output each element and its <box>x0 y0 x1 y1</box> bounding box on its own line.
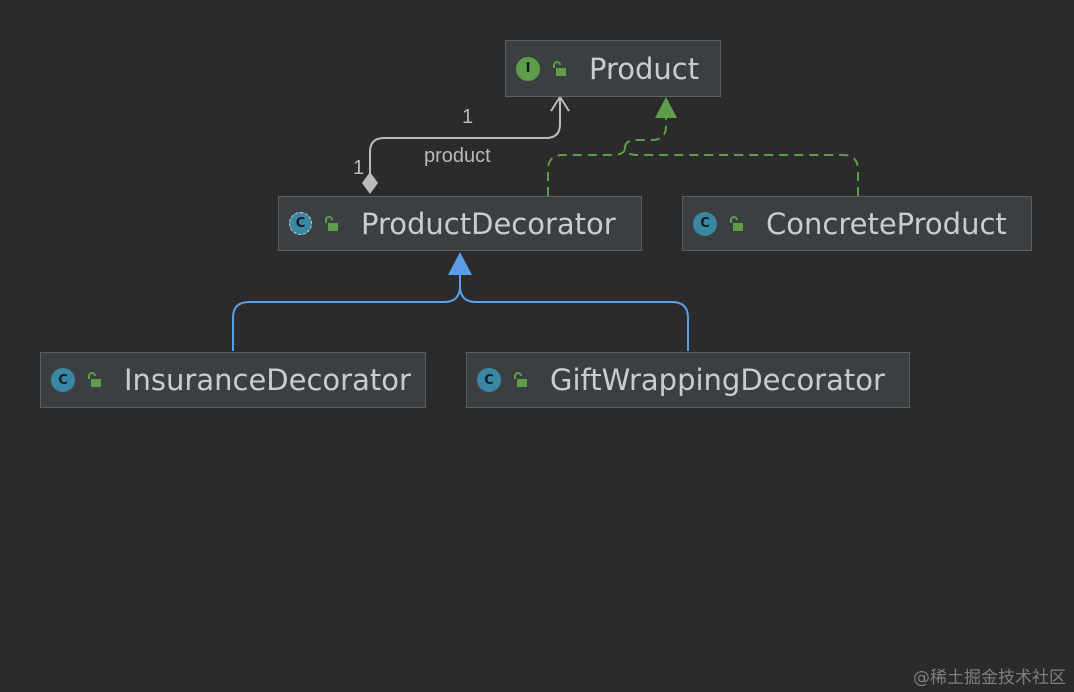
inheritance-arrowhead <box>448 252 472 275</box>
public-visibility-icon <box>514 372 527 387</box>
class-icon: C <box>693 211 717 236</box>
role-label-product: product <box>424 145 491 167</box>
class-icon: C <box>51 368 75 392</box>
public-visibility-icon <box>325 215 338 231</box>
multiplicity-label-source: 1 <box>353 157 365 179</box>
watermark: @稀土掘金技术社区 <box>913 668 1066 688</box>
inheritance-edge[interactable] <box>232 252 689 351</box>
node-gift-wrapping-decorator-name: GiftWrappingDecorator <box>550 363 885 397</box>
inheritance-line-from-gift-wrapping-decorator <box>459 285 689 351</box>
multiplicity-label-target: 1 <box>462 106 474 128</box>
public-visibility-icon <box>730 215 743 231</box>
implementation-line-from-product-decorator <box>547 147 626 196</box>
public-visibility-icon <box>88 372 101 387</box>
implementation-line-from-concrete-product <box>624 147 859 196</box>
public-visibility-icon <box>553 60 566 76</box>
aggregation-diamond <box>362 172 378 194</box>
node-insurance-decorator-name: InsuranceDecorator <box>124 363 411 397</box>
class-icon: C <box>477 368 501 392</box>
implementation-line-trunk <box>624 117 667 149</box>
node-concrete-product-name: ConcreteProduct <box>766 206 1007 241</box>
implementation-edge[interactable] <box>547 97 859 196</box>
inheritance-line-from-insurance-decorator <box>232 275 461 351</box>
node-product-decorator-name: ProductDecorator <box>361 206 616 241</box>
node-concrete-product[interactable]: C ConcreteProduct <box>682 196 1032 251</box>
aggregation-edge[interactable] <box>362 95 570 194</box>
aggregation-open-arrowhead <box>550 95 570 112</box>
node-insurance-decorator[interactable]: C InsuranceDecorator <box>40 352 426 408</box>
node-product-name: Product <box>589 51 700 86</box>
abstract-class-icon: C <box>289 212 312 235</box>
node-gift-wrapping-decorator[interactable]: C GiftWrappingDecorator <box>466 352 910 408</box>
aggregation-line <box>369 98 561 176</box>
interface-icon: I <box>516 56 540 81</box>
node-product-decorator[interactable]: C ProductDecorator <box>278 196 642 251</box>
implementation-arrowhead <box>655 97 677 118</box>
node-product[interactable]: I Product <box>505 40 721 97</box>
